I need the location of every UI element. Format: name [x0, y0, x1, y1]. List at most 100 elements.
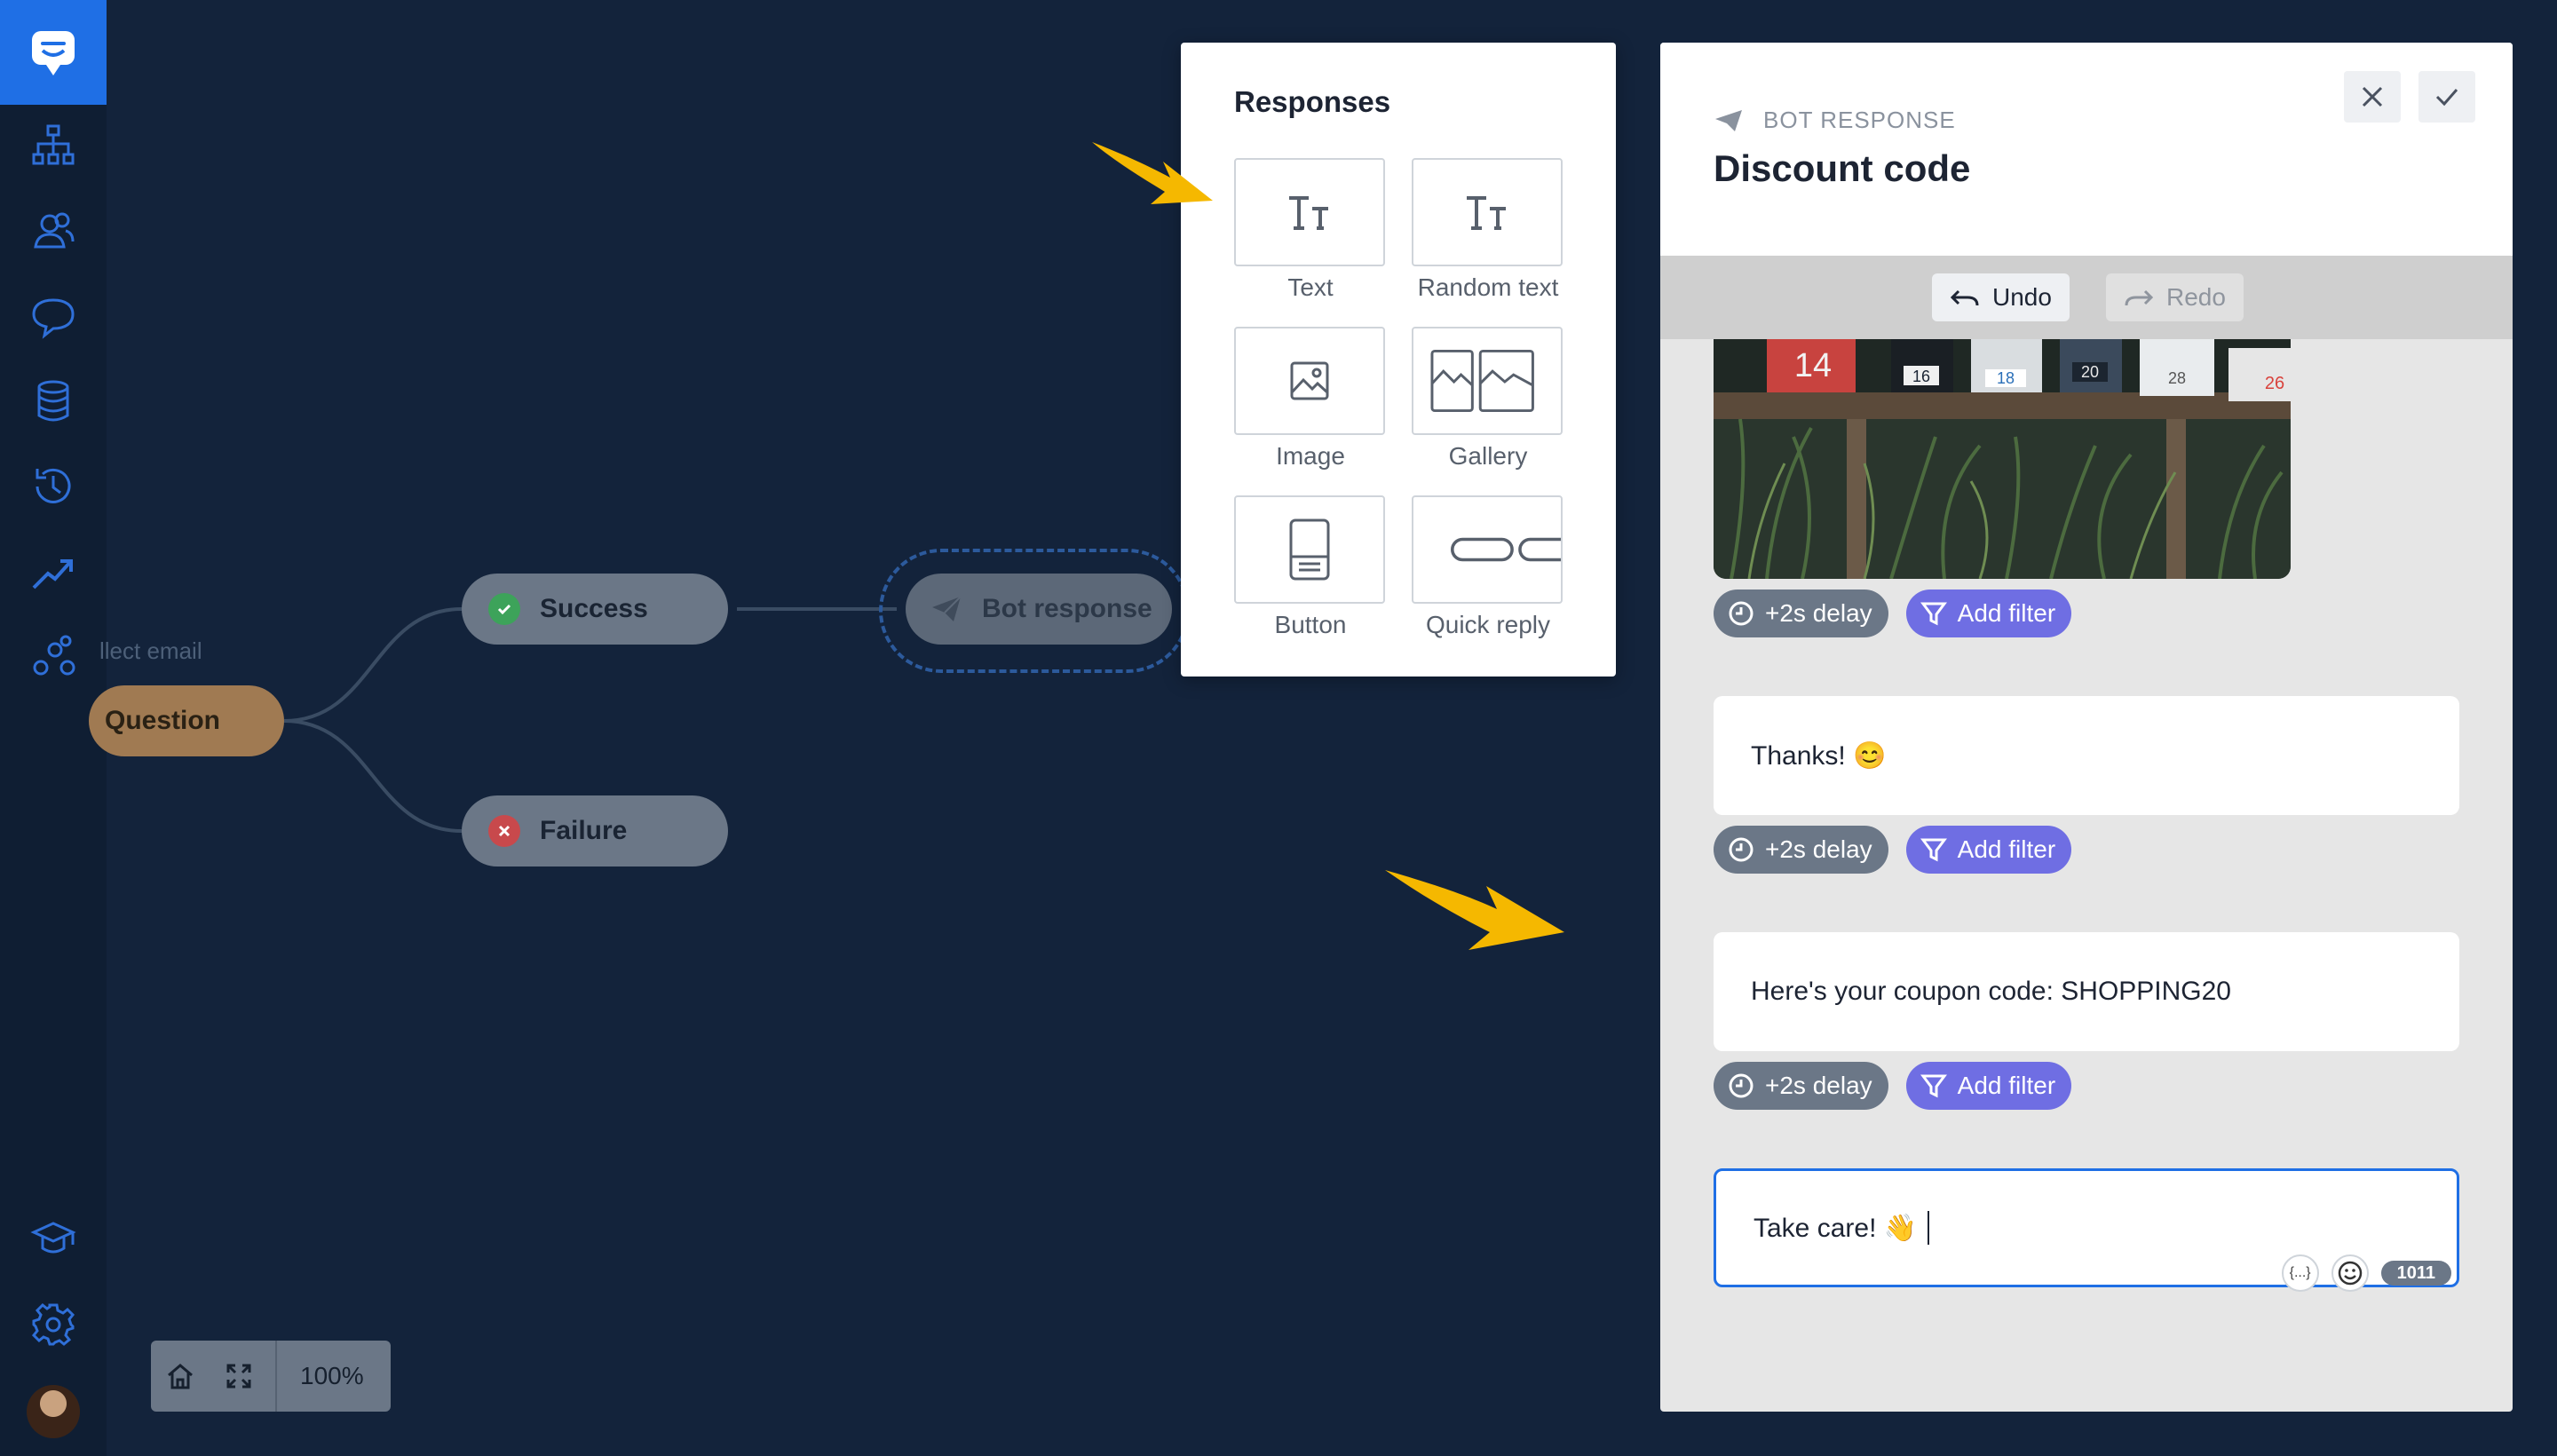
confirm-button[interactable] [2418, 71, 2475, 123]
send-plane-icon [930, 595, 962, 623]
add-filter-label: Add filter [1957, 599, 2056, 627]
bot-response-node[interactable]: Bot response [906, 574, 1172, 645]
add-filter-chip[interactable]: Add filter [1905, 1062, 2072, 1110]
mailbox-number: 16 [1912, 368, 1930, 385]
redo-label: Redo [2166, 283, 2226, 311]
pointer-arrow-icon [1092, 142, 1213, 204]
character-counter: 1011 [2380, 1261, 2451, 1286]
responses-panel: Responses Text Random text Image Gallery… [1181, 43, 1616, 677]
message-tools: {...} 1011 [2281, 1254, 2451, 1292]
message-text-block[interactable]: Here's your coupon code: SHOPPING20 [1714, 932, 2459, 1051]
add-filter-chip[interactable]: Add filter [1905, 590, 2072, 637]
random-text-icon [1412, 158, 1563, 266]
add-filter-label: Add filter [1957, 835, 2056, 863]
response-tile-random-text[interactable]: Random text [1412, 158, 1564, 302]
gear-icon[interactable] [27, 1298, 80, 1351]
undo-icon [1950, 289, 1979, 306]
home-icon[interactable] [151, 1341, 210, 1412]
question-node[interactable]: Question [89, 685, 284, 756]
panel-header: BOT RESPONSE Discount code [1660, 43, 2513, 256]
failure-node-label: Failure [540, 816, 628, 845]
database-icon[interactable] [27, 375, 80, 428]
clock-icon [1729, 601, 1753, 626]
emoji-button[interactable] [2331, 1254, 2369, 1292]
variable-icon: {...} [2289, 1265, 2311, 1280]
add-filter-chip[interactable]: Add filter [1905, 826, 2072, 874]
tile-label: Quick reply [1425, 611, 1551, 638]
mailbox-number: 14 [1794, 347, 1832, 384]
delay-label: +2s delay [1765, 1072, 1872, 1099]
failure-node[interactable]: Failure [462, 795, 728, 866]
app-logo-icon[interactable] [0, 0, 107, 105]
zoom-level: 100% [300, 1362, 364, 1389]
bot-response-panel: BOT RESPONSE Discount code Undo Redo 14 [1660, 43, 2513, 1412]
filter-icon [1920, 838, 1947, 862]
pointer-arrow-icon [1385, 870, 1564, 950]
question-node-label: Question [105, 706, 221, 735]
clock-icon [1729, 837, 1753, 862]
users-icon[interactable] [27, 204, 80, 257]
check-icon [2435, 89, 2458, 107]
delay-label: +2s delay [1765, 599, 1872, 627]
image-icon [1234, 327, 1385, 435]
mailbox-number: 20 [2081, 363, 2099, 381]
trend-chart-icon[interactable] [27, 545, 80, 598]
quick-reply-icon [1412, 495, 1563, 604]
integrations-icon[interactable] [27, 630, 80, 684]
message-text: Here's your coupon code: SHOPPING20 [1751, 977, 2231, 1006]
mailbox-number: 18 [1997, 369, 2015, 387]
flow-connectors [283, 607, 897, 833]
delay-chip[interactable]: +2s delay [1714, 1062, 1888, 1110]
success-node[interactable]: Success [462, 574, 728, 645]
tile-label: Random text [1417, 273, 1559, 301]
mailbox-number: 26 [2265, 374, 2284, 393]
message-options-row: +2s delay Add filter [1714, 1062, 2089, 1110]
undo-button[interactable]: Undo [1932, 273, 2070, 321]
flow-tree-icon[interactable] [27, 119, 80, 172]
responses-title: Responses [1234, 85, 1391, 118]
chat-bubble-icon[interactable] [27, 289, 80, 343]
undo-label: Undo [1992, 283, 2052, 311]
panel-kicker: BOT RESPONSE [1714, 107, 1956, 134]
text-cursor [1928, 1211, 1930, 1245]
message-text-block[interactable]: Thanks! 😊 [1714, 696, 2459, 815]
delay-label: +2s delay [1765, 835, 1872, 863]
response-tile-quick-reply[interactable]: Quick reply [1412, 495, 1564, 639]
response-tile-text[interactable]: Text [1234, 158, 1387, 302]
zoom-divider [275, 1341, 277, 1412]
message-image[interactable]: 14 16 18 20 28 26 [1714, 339, 2291, 579]
button-icon [1234, 495, 1385, 604]
insert-variable-button[interactable]: {...} [2281, 1254, 2319, 1292]
delay-chip[interactable]: +2s delay [1714, 826, 1888, 874]
mailbox-number: 28 [2168, 369, 2186, 387]
filter-icon [1920, 1074, 1947, 1098]
close-icon [2362, 86, 2383, 107]
edit-toolbar: Undo Redo [1660, 256, 2513, 339]
x-circle-icon [488, 815, 520, 847]
text-icon [1234, 158, 1385, 266]
delay-chip[interactable]: +2s delay [1714, 590, 1888, 637]
response-tile-button[interactable]: Button [1234, 495, 1387, 639]
check-circle-icon [488, 593, 520, 625]
graduation-cap-icon[interactable] [27, 1213, 80, 1266]
redo-button[interactable]: Redo [2106, 273, 2244, 321]
response-tile-gallery[interactable]: Gallery [1412, 327, 1564, 471]
message-text: Take care! 👋 [1753, 1213, 1918, 1243]
close-button[interactable] [2344, 71, 2401, 123]
gallery-icon [1412, 327, 1563, 435]
message-options-row: +2s delay Add filter [1714, 590, 2089, 637]
send-plane-icon [1715, 109, 1742, 131]
message-text-input[interactable]: Take care! 👋 {...} 1011 [1714, 1168, 2459, 1292]
tile-label: Button [1274, 611, 1347, 638]
tile-label: Image [1276, 442, 1345, 470]
panel-kicker-label: BOT RESPONSE [1763, 107, 1956, 133]
avatar[interactable] [27, 1385, 80, 1438]
question-node-caption: llect email [99, 637, 202, 664]
zoom-controls: 100% [151, 1341, 391, 1412]
history-clock-icon[interactable] [27, 460, 80, 513]
success-node-label: Success [540, 594, 648, 623]
response-tile-image[interactable]: Image [1234, 327, 1387, 471]
fullscreen-icon[interactable] [210, 1341, 268, 1412]
clock-icon [1729, 1073, 1753, 1098]
tile-label: Gallery [1448, 442, 1528, 470]
